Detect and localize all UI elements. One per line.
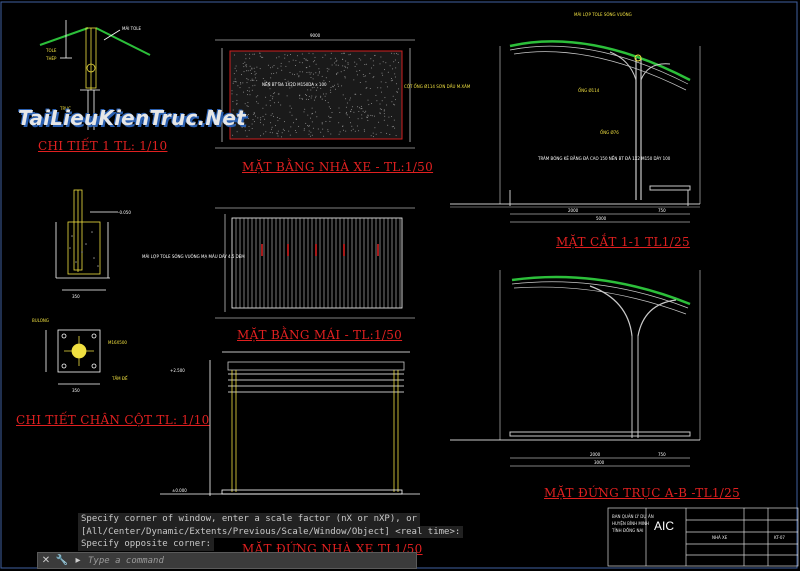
svg-text:350: 350: [72, 294, 80, 299]
title-column-base: CHI TIẾT CHÂN CỘT TL: 1/10: [16, 413, 210, 427]
footing-detail: [55, 189, 118, 291]
command-history-line: Specify opposite corner:: [78, 538, 215, 551]
tb-drawing-name: NHÀ XE: [712, 535, 728, 540]
title-roof-plan: MẶT BẰNG MÁI - TL:1/50: [237, 328, 403, 342]
detail-1-drawing: [39, 20, 151, 130]
svg-text:TOLE: TOLE: [45, 48, 57, 53]
svg-text:BULONG: BULONG: [32, 318, 49, 323]
section-note: TRÁM BÓNG KẺ BẰNG ĐÁ CAO 150 NỀN BT ĐÁ 1…: [537, 156, 671, 161]
svg-text:TRỤC: TRỤC: [59, 106, 71, 111]
svg-text:350: 350: [72, 388, 80, 393]
section-width-dim: 5000: [596, 216, 607, 221]
svg-text:-0.050: -0.050: [118, 210, 131, 215]
floor-speckle-hatch: [231, 52, 400, 138]
column-note: CỘT ỐNG Ø114 SƠN DẦU M.XÁM: [404, 84, 471, 89]
title-detail-1: CHI TIẾT 1 TL: 1/10: [38, 139, 168, 153]
tb-client: BAN QUẢN LÝ DỰ ÁN: [612, 514, 654, 519]
section-left-dim: 2000: [568, 208, 579, 213]
section-1-1: [450, 40, 701, 223]
tb-logo: AIC: [654, 519, 675, 533]
svg-text:2000: 2000: [590, 452, 601, 457]
tb-project: HUYỆN BÌNH MINH: [612, 521, 649, 526]
tb-sheet-no: KT-07: [774, 535, 785, 540]
title-block-frame: [607, 507, 799, 567]
section-right-dim: 750: [658, 208, 666, 213]
watermark-logo: TaiLieuKienTruc.Net: [18, 106, 246, 130]
front-elevation: [160, 351, 420, 496]
command-history-line: Specify corner of window, enter a scale …: [78, 513, 420, 526]
svg-text:750: 750: [658, 452, 666, 457]
customize-icon[interactable]: 🔧: [55, 555, 69, 566]
svg-text:ỐNG Ø114: ỐNG Ø114: [578, 88, 600, 93]
title-section-1-1: MẶT CẮT 1-1 TL1/25: [556, 235, 690, 249]
svg-text:MÁI TOLE: MÁI TOLE: [122, 26, 141, 31]
command-input[interactable]: [86, 552, 416, 569]
svg-text:ỐNG Ø76: ỐNG Ø76: [600, 130, 619, 135]
svg-text:THÉP: THÉP: [45, 56, 57, 61]
svg-text:MÁI LỢP TOLE SÓNG VUÔNG: MÁI LỢP TOLE SÓNG VUÔNG: [574, 12, 632, 17]
command-history: Specify corner of window, enter a scale …: [78, 513, 464, 551]
command-line-bar: ✕ 🔧 ▸: [37, 552, 417, 569]
floor-plan-length-dim: 9000: [310, 33, 321, 38]
close-icon[interactable]: ✕: [41, 555, 51, 566]
floor-note: NỀN BT BA 1X2D M150DA x 100: [262, 82, 327, 87]
svg-text:±0.000: ±0.000: [172, 488, 187, 493]
roof-plan: [215, 207, 415, 319]
floor-plan: [215, 39, 415, 149]
elevation-a-b: [450, 270, 701, 467]
base-plate-detail: [45, 329, 101, 385]
title-elevation-a-b: MẶT ĐỨNG TRỤC A-B -TL1/25: [544, 486, 741, 500]
svg-text:M16X500: M16X500: [108, 340, 127, 345]
footing-hatch: [69, 231, 99, 267]
roof-note: MÁI LỢP TOLE SÓNG VUÔNG MẠ MÀU DÀY 4.5 D…: [142, 254, 245, 259]
svg-text:+2.500: +2.500: [170, 368, 185, 373]
command-history-line: [All/Center/Dynamic/Extents/Previous/Sca…: [78, 525, 464, 538]
recent-commands-icon[interactable]: ▸: [75, 555, 81, 566]
title-floor-plan: MẶT BẰNG NHÀ XE - TL:1/50: [242, 160, 434, 174]
tb-province: TỈNH ĐỒNG NAI: [612, 528, 644, 533]
svg-text:TẤM ĐẾ: TẤM ĐẾ: [111, 375, 128, 381]
svg-text:3000: 3000: [594, 460, 605, 465]
